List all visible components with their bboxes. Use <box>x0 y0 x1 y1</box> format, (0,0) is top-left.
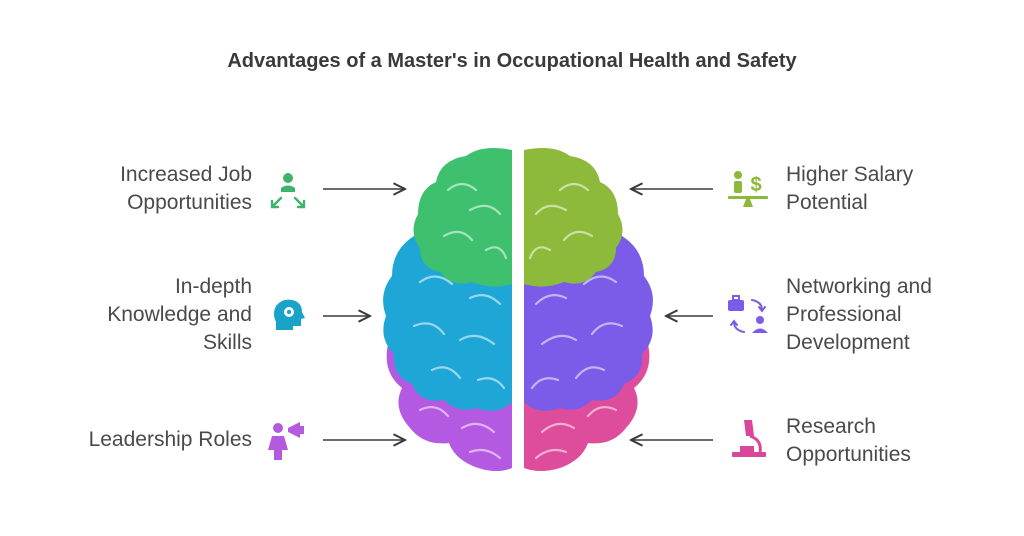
networking-icon <box>728 295 768 333</box>
label-leadership-roles: Leadership Roles <box>89 426 252 454</box>
label-line: Opportunities <box>786 443 911 466</box>
diagram-title: Advantages of a Master's in Occupational… <box>227 50 797 72</box>
label-line: Research <box>786 415 876 438</box>
label-line: Higher Salary <box>786 163 914 186</box>
label-line: In-depth <box>174 275 252 298</box>
label-line: Opportunities <box>127 191 252 214</box>
head-puzzle-icon <box>274 299 305 330</box>
brain-right-hemisphere <box>524 148 653 471</box>
label-line: Potential <box>786 191 868 214</box>
label-higher-salary-potential: Higher Salary Potential <box>786 161 913 217</box>
label-line: Knowledge and <box>107 303 252 326</box>
label-increased-job-opportunities: Increased Job Opportunities <box>120 161 252 217</box>
career-growth-icon <box>270 173 306 209</box>
label-in-depth-knowledge: In-depth Knowledge and Skills <box>107 273 252 357</box>
label-networking-professional-development: Networking and Professional Development <box>786 273 932 357</box>
brain-left-hemisphere <box>383 148 512 471</box>
microscope-icon <box>732 420 766 457</box>
label-research-opportunities: Research Opportunities <box>786 413 911 469</box>
label-line: Leadership Roles <box>88 428 252 451</box>
label-line: Skills <box>202 331 252 354</box>
megaphone-leader-icon <box>268 422 304 460</box>
label-line: Development <box>786 331 910 354</box>
brain-left-green-lobe <box>413 148 512 287</box>
label-line: Increased Job <box>120 163 252 186</box>
brain-right-olive-lobe <box>524 148 623 287</box>
label-line: Professional <box>786 303 902 326</box>
salary-scale-icon: $ <box>728 171 768 207</box>
svg-text:$: $ <box>750 174 761 196</box>
label-line: Networking and <box>786 275 932 298</box>
